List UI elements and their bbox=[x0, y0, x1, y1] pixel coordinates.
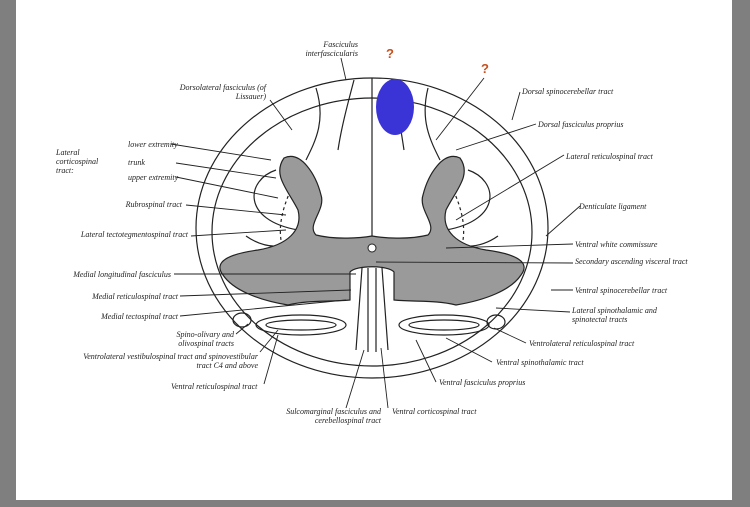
label-trunk: trunk bbox=[128, 158, 145, 167]
label-upper-extremity: upper extremity bbox=[128, 173, 179, 182]
label-fasciculus-interfascicularis: Fasciculus interfascicularis bbox=[305, 40, 358, 58]
question-mark-2: ? bbox=[481, 61, 489, 76]
ventral-tract-right-inner bbox=[408, 319, 480, 331]
spino-olivary-region-left bbox=[232, 312, 252, 328]
label-spino-olivary: Spino-olivary and olivospinal tracts bbox=[176, 330, 234, 348]
slide: ? ? Fasciculus interfascicularis Dorsola… bbox=[16, 0, 732, 500]
label-lateral-reticulospinal: Lateral reticulospinal tract bbox=[566, 152, 653, 161]
dorsal-column-left bbox=[305, 79, 355, 161]
label-medial-tectospinal: Medial tectospinal tract bbox=[101, 312, 178, 321]
label-lower-extremity: lower extremity bbox=[128, 140, 178, 149]
label-ventral-fasciculus-proprius: Ventral fasciculus proprius bbox=[439, 378, 526, 387]
label-denticulate-ligament: Denticulate ligament bbox=[579, 202, 647, 211]
label-lateral-spinothalamic: Lateral spinothalamic and spinotectal tr… bbox=[572, 306, 657, 324]
label-ventral-corticospinal: Ventral corticospinal tract bbox=[392, 407, 477, 416]
question-mark-1: ? bbox=[386, 46, 394, 61]
label-dorsal-fasciculus-proprius: Dorsal fasciculus proprius bbox=[538, 120, 624, 129]
ventral-tract-left-inner bbox=[265, 319, 337, 331]
highlighted-region bbox=[376, 79, 414, 135]
label-sulcomarginal: Sulcomarginal fasciculus and cerebellosp… bbox=[286, 407, 381, 425]
ventral-tract-left bbox=[255, 314, 347, 336]
spinal-cord-cross-section bbox=[170, 57, 581, 409]
label-rubrospinal: Rubrospinal tract bbox=[125, 200, 182, 209]
label-ventral-spinothalamic: Ventral spinothalamic tract bbox=[496, 358, 584, 367]
label-ventral-white-commissure: Ventral white commissure bbox=[575, 240, 658, 249]
label-secondary-ascending-visceral: Secondary ascending visceral tract bbox=[575, 257, 688, 266]
label-medial-longitudinal: Medial longitudinal fasciculus bbox=[73, 270, 171, 279]
label-ventrolateral-vestibulospinal: Ventrolateral vestibulospinal tract and … bbox=[83, 352, 258, 370]
central-canal bbox=[367, 243, 377, 253]
label-lateral-tectotegmentospinal: Lateral tectotegmentospinal tract bbox=[80, 230, 188, 239]
label-lateral-corticospinal: Lateral corticospinal tract: bbox=[56, 148, 99, 175]
label-ventral-spinocerebellar: Ventral spinocerebellar tract bbox=[575, 286, 668, 295]
label-medial-reticulospinal: Medial reticulospinal tract bbox=[92, 292, 178, 301]
label-ventral-reticulospinal: Ventral reticulospinal tract bbox=[171, 382, 258, 391]
ventral-tract-right bbox=[398, 314, 490, 336]
label-dorsolateral-fasciculus: Dorsolateral fasciculus (of Lissauer) bbox=[179, 83, 266, 101]
ventral-median-fissure bbox=[355, 267, 389, 352]
label-dorsal-spinocerebellar: Dorsal spinocerebellar tract bbox=[522, 87, 614, 96]
label-ventrolateral-reticulospinal: Ventrolateral reticulospinal tract bbox=[529, 339, 635, 348]
